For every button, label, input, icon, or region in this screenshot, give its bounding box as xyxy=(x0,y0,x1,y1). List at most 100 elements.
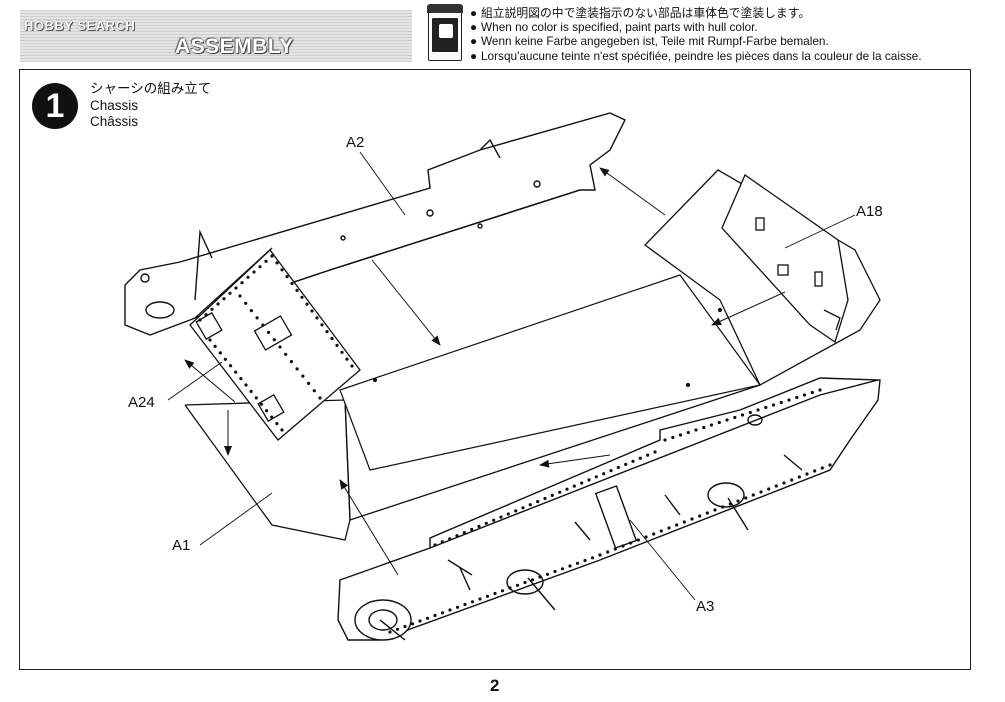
rivet xyxy=(590,556,595,560)
front-plate-a24 xyxy=(189,247,361,441)
rivet xyxy=(638,456,642,460)
rivet xyxy=(828,463,832,467)
rivet xyxy=(721,505,725,509)
rivet xyxy=(751,493,755,497)
rivet xyxy=(736,499,740,503)
rivet xyxy=(545,572,550,576)
rivet xyxy=(448,608,452,612)
rivet xyxy=(267,330,271,334)
rivet xyxy=(315,316,319,320)
rivet xyxy=(265,409,269,413)
assembly-arrows xyxy=(184,167,786,576)
rivet xyxy=(771,403,776,407)
rivet xyxy=(305,302,309,306)
side-hull-a3 xyxy=(337,377,881,641)
rivet xyxy=(484,521,488,525)
rivet xyxy=(492,518,496,522)
rivet xyxy=(508,586,512,590)
rivet xyxy=(240,281,244,285)
rivet xyxy=(621,544,625,548)
rivet xyxy=(594,475,598,479)
rivet xyxy=(210,307,214,311)
rivet xyxy=(222,297,226,301)
rivet xyxy=(463,602,467,607)
rivet xyxy=(624,462,628,466)
rivet xyxy=(818,388,822,392)
rivet xyxy=(629,541,633,545)
rivet xyxy=(301,374,305,378)
rivet xyxy=(725,418,729,422)
rivet xyxy=(258,265,262,269)
rivet xyxy=(208,338,212,342)
rivet xyxy=(234,370,238,374)
rivet xyxy=(667,526,671,530)
rivet xyxy=(686,430,690,435)
rivet xyxy=(733,415,737,420)
rivet xyxy=(813,469,817,473)
step-number-badge: 1 xyxy=(32,83,78,129)
rivet xyxy=(631,459,635,463)
rivet xyxy=(583,558,587,563)
rivet xyxy=(254,396,258,400)
rivet xyxy=(418,619,422,623)
rivet xyxy=(259,402,263,406)
rivet xyxy=(272,338,276,342)
rivet xyxy=(285,275,289,279)
rivet xyxy=(671,435,675,440)
leader-lines xyxy=(167,151,856,601)
rivet xyxy=(565,487,569,491)
rivet xyxy=(234,286,238,290)
rivet xyxy=(485,594,490,598)
rivet xyxy=(538,575,542,579)
rivet xyxy=(500,589,505,593)
rivet xyxy=(690,517,694,521)
rivet xyxy=(659,529,663,533)
rivet xyxy=(748,410,752,415)
rivet xyxy=(218,351,222,355)
rivet xyxy=(558,490,562,494)
rivet xyxy=(646,453,650,457)
rivet xyxy=(560,567,565,571)
rivet xyxy=(244,301,248,305)
rivet xyxy=(644,535,648,539)
rivet xyxy=(275,261,279,265)
rivet xyxy=(702,425,706,430)
paint-note-ja: ●組立説明図の中で塗装指示のない部品は車体色で塗装します。 xyxy=(470,6,811,20)
part-label-a3: A3 xyxy=(696,598,715,615)
rivet xyxy=(820,466,824,470)
rivet xyxy=(289,360,293,364)
rivet xyxy=(717,420,721,425)
rivet xyxy=(307,381,311,385)
rivet xyxy=(213,344,217,348)
rivet xyxy=(252,270,256,274)
rivet xyxy=(653,450,657,454)
rivet xyxy=(249,389,253,393)
rivet xyxy=(462,531,466,535)
rivet xyxy=(713,508,717,512)
rivet xyxy=(779,400,783,405)
rivet xyxy=(506,512,510,516)
rivet xyxy=(759,490,763,494)
part-label-a1: A1 xyxy=(172,537,191,554)
rivet xyxy=(493,591,497,596)
paint-note-de: ●Wenn keine Farbe angegeben ist, Teile m… xyxy=(470,34,829,49)
rivet xyxy=(284,352,288,356)
step-titles: シャーシの組み立て Chassis Châssis xyxy=(90,81,211,131)
rivet xyxy=(270,254,274,258)
rivet xyxy=(238,294,242,298)
rivet xyxy=(455,534,459,538)
rivet xyxy=(543,496,547,501)
paint-note-en: ●When no color is specified, paint parts… xyxy=(470,20,758,35)
paint-note-fr: ●Lorsqu'aucune teinte n'est spécifiée, p… xyxy=(470,48,922,63)
hobby-search-logo: HOBBY SEARCH xyxy=(24,18,136,33)
rivet xyxy=(515,583,520,587)
page-title: ASSEMBLY xyxy=(175,35,294,58)
rivet xyxy=(335,343,339,347)
rivet xyxy=(440,611,445,615)
rivet xyxy=(403,624,407,629)
rivet xyxy=(264,259,268,263)
rivet xyxy=(478,597,482,601)
rivet xyxy=(767,487,771,491)
rivet xyxy=(270,415,274,419)
rivet xyxy=(345,357,349,361)
